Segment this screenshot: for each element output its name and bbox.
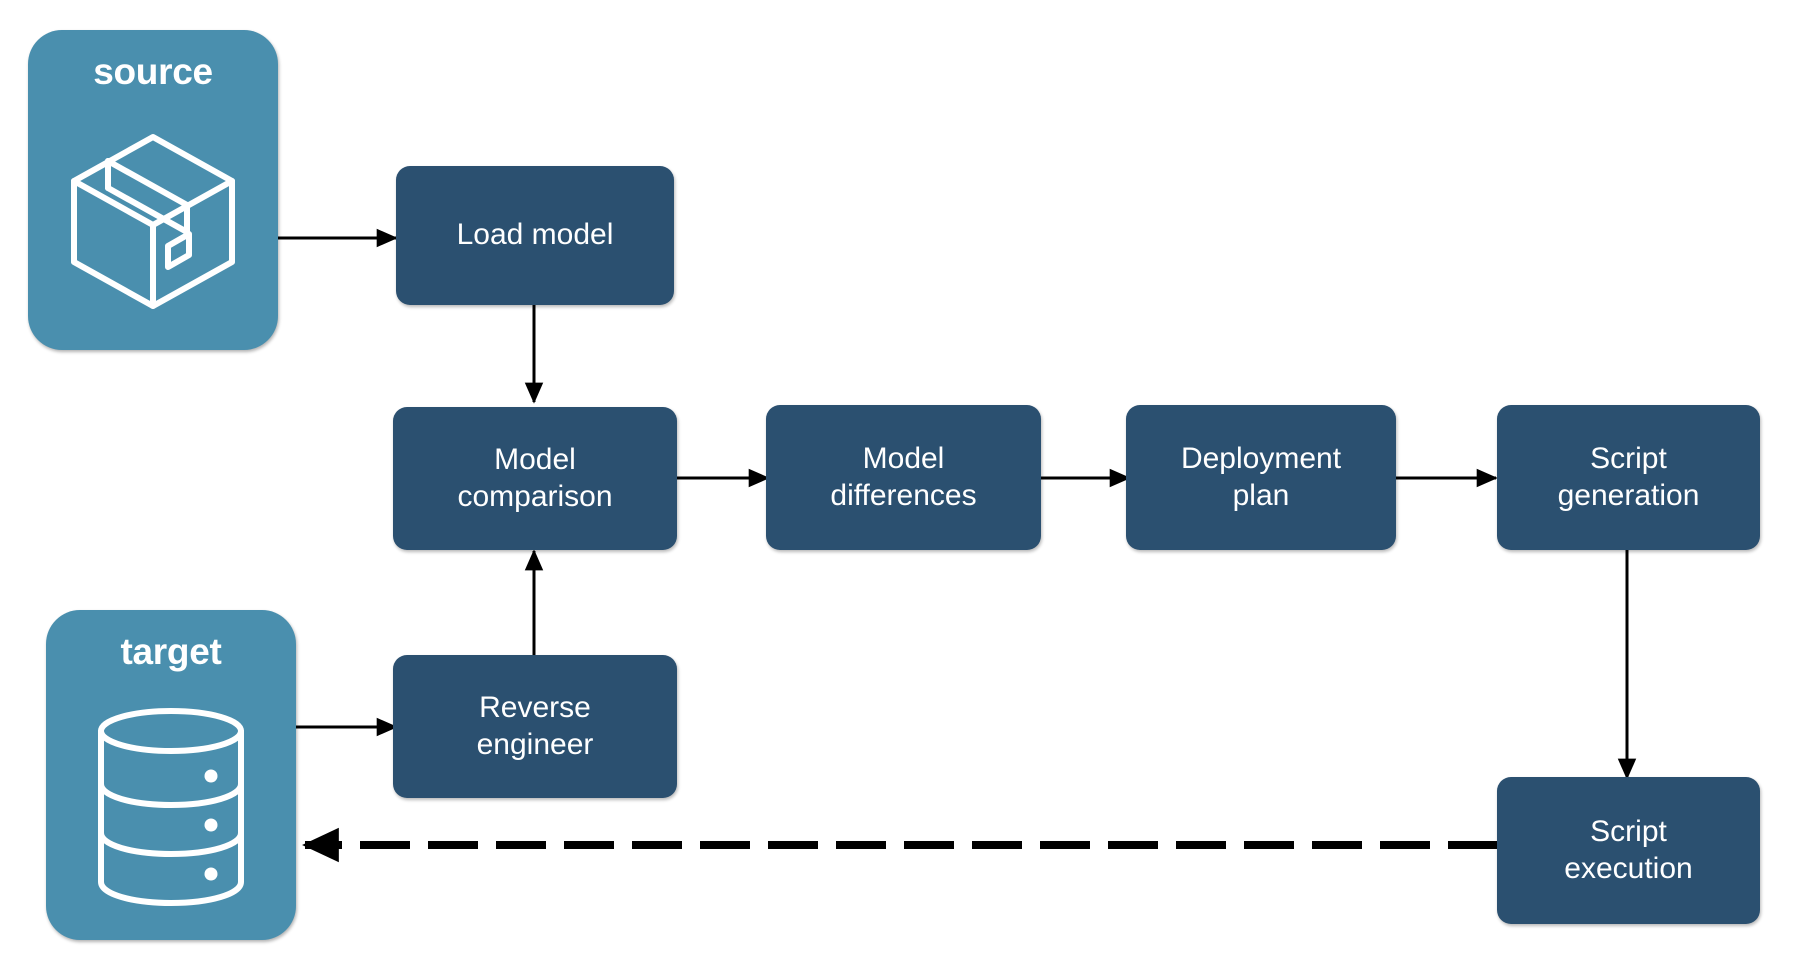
endpoint-source-label: source xyxy=(93,51,213,92)
process-model-comparison-label: Model comparison xyxy=(457,442,613,513)
process-script-generation[interactable]: Script generation xyxy=(1497,405,1760,550)
process-deployment-plan-label: Deployment plan xyxy=(1180,441,1342,512)
package-box-icon xyxy=(28,93,278,350)
process-model-differences-label: Model differences xyxy=(830,441,977,512)
endpoint-target-label: target xyxy=(120,631,222,672)
process-load-model[interactable]: Load model xyxy=(396,166,674,305)
process-script-generation-label: Script generation xyxy=(1557,441,1700,512)
process-reverse-engineer[interactable]: Reverse engineer xyxy=(393,655,677,798)
endpoint-source[interactable]: source xyxy=(28,30,278,350)
process-script-execution-label: Script execution xyxy=(1564,814,1693,885)
process-load-model-label: Load model xyxy=(456,218,614,252)
endpoint-target[interactable]: target xyxy=(46,610,296,940)
process-reverse-engineer-label: Reverse engineer xyxy=(476,690,594,761)
database-cylinder-icon xyxy=(46,673,296,940)
process-model-comparison[interactable]: Model comparison xyxy=(393,407,677,550)
process-script-execution[interactable]: Script execution xyxy=(1497,777,1760,924)
process-model-differences[interactable]: Model differences xyxy=(766,405,1041,550)
process-deployment-plan[interactable]: Deployment plan xyxy=(1126,405,1396,550)
